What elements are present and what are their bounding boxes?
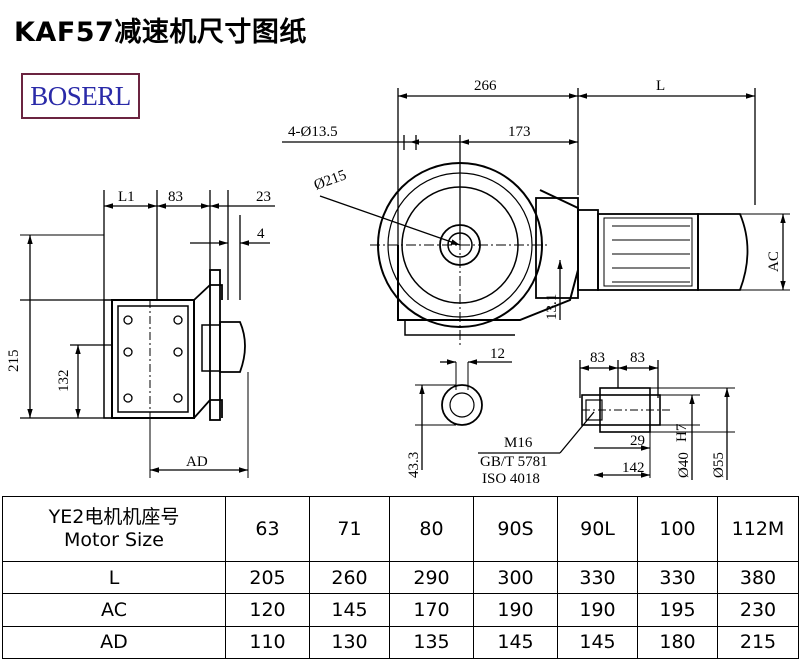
row-label: AD bbox=[2, 625, 226, 660]
table-row: AD 110 130 135 145 145 180 215 bbox=[2, 625, 799, 660]
brand-logo: BOSERL bbox=[21, 73, 140, 119]
dim-83-side: 83 bbox=[168, 189, 183, 205]
size-cell: 90L bbox=[557, 496, 638, 562]
dim-diameter-215: Ø215 bbox=[312, 167, 349, 193]
dim-L: L bbox=[656, 78, 665, 94]
header-label-en: Motor Size bbox=[64, 529, 164, 551]
front-view bbox=[282, 88, 790, 345]
hollow-shaft-section bbox=[478, 360, 735, 480]
shaft-detail bbox=[415, 359, 512, 470]
dim-142: 142 bbox=[622, 460, 645, 476]
dim-13-1: 13.1 bbox=[544, 294, 560, 320]
dim-83-b: 83 bbox=[630, 350, 645, 366]
table-cell: 190 bbox=[473, 593, 558, 627]
size-cell: 112M bbox=[717, 496, 799, 562]
row-label: L bbox=[2, 560, 226, 595]
dim-29: 29 bbox=[630, 433, 645, 449]
technical-drawing: L1 83 23 4 215 132 AD bbox=[6, 78, 790, 487]
table-cell: 205 bbox=[225, 560, 310, 595]
table-header-row: YE2电机机座号 Motor Size 63 71 80 90S 90L 100… bbox=[2, 496, 799, 562]
table-cell: 145 bbox=[557, 625, 638, 660]
table-cell: 135 bbox=[389, 625, 474, 660]
standard-iso: ISO 4018 bbox=[482, 471, 540, 487]
thread-spec: M16 bbox=[504, 435, 533, 451]
table-header-label: YE2电机机座号 Motor Size bbox=[2, 496, 226, 562]
table-cell: 130 bbox=[309, 625, 390, 660]
table-cell: 145 bbox=[309, 593, 390, 627]
motor-size-table: YE2电机机座号 Motor Size 63 71 80 90S 90L 100… bbox=[2, 496, 799, 660]
dim-83-a: 83 bbox=[590, 350, 605, 366]
table-cell: 380 bbox=[717, 560, 799, 595]
table-cell: 195 bbox=[637, 593, 718, 627]
dim-43-3: 43.3 bbox=[406, 452, 422, 478]
brand-logo-text: BOSERL bbox=[30, 80, 131, 111]
dim-266: 266 bbox=[474, 78, 497, 94]
table-cell: 170 bbox=[389, 593, 474, 627]
dim-12: 12 bbox=[490, 346, 505, 362]
dim-holes: 4-Ø13.5 bbox=[288, 124, 338, 140]
table-cell: 230 bbox=[717, 593, 799, 627]
size-cell: 100 bbox=[637, 496, 718, 562]
size-cell: 80 bbox=[389, 496, 474, 562]
dim-23: 23 bbox=[256, 189, 271, 205]
size-cell: 90S bbox=[473, 496, 558, 562]
header-label-cn: YE2电机机座号 bbox=[48, 506, 180, 528]
table-cell: 110 bbox=[225, 625, 310, 660]
size-cell: 63 bbox=[225, 496, 310, 562]
dim-diameter-40-tolerance: H7 bbox=[674, 423, 690, 442]
table-cell: 300 bbox=[473, 560, 558, 595]
table-cell: 260 bbox=[309, 560, 390, 595]
page-title: KAF57减速机尺寸图纸 bbox=[14, 17, 307, 48]
table-cell: 190 bbox=[557, 593, 638, 627]
table-cell: 330 bbox=[637, 560, 718, 595]
side-view bbox=[20, 190, 275, 478]
table-cell: 330 bbox=[557, 560, 638, 595]
dim-diameter-40: Ø40 bbox=[676, 452, 692, 478]
table-cell: 290 bbox=[389, 560, 474, 595]
size-cell: 71 bbox=[309, 496, 390, 562]
row-label: AC bbox=[2, 593, 226, 627]
table-row: AC 120 145 170 190 190 195 230 bbox=[2, 593, 799, 627]
dim-173: 173 bbox=[508, 124, 531, 140]
dim-AC: AC bbox=[766, 251, 782, 272]
standard-gb: GB/T 5781 bbox=[480, 454, 548, 470]
dim-132: 132 bbox=[56, 370, 72, 393]
table-cell: 215 bbox=[717, 625, 799, 660]
dim-215-height: 215 bbox=[6, 350, 22, 373]
dim-L1: L1 bbox=[118, 189, 135, 205]
table-cell: 180 bbox=[637, 625, 718, 660]
table-row: L 205 260 290 300 330 330 380 bbox=[2, 560, 799, 595]
dim-diameter-55: Ø55 bbox=[711, 452, 727, 478]
table-cell: 120 bbox=[225, 593, 310, 627]
dim-AD: AD bbox=[186, 454, 208, 470]
table-cell: 145 bbox=[473, 625, 558, 660]
dim-4: 4 bbox=[257, 226, 265, 242]
